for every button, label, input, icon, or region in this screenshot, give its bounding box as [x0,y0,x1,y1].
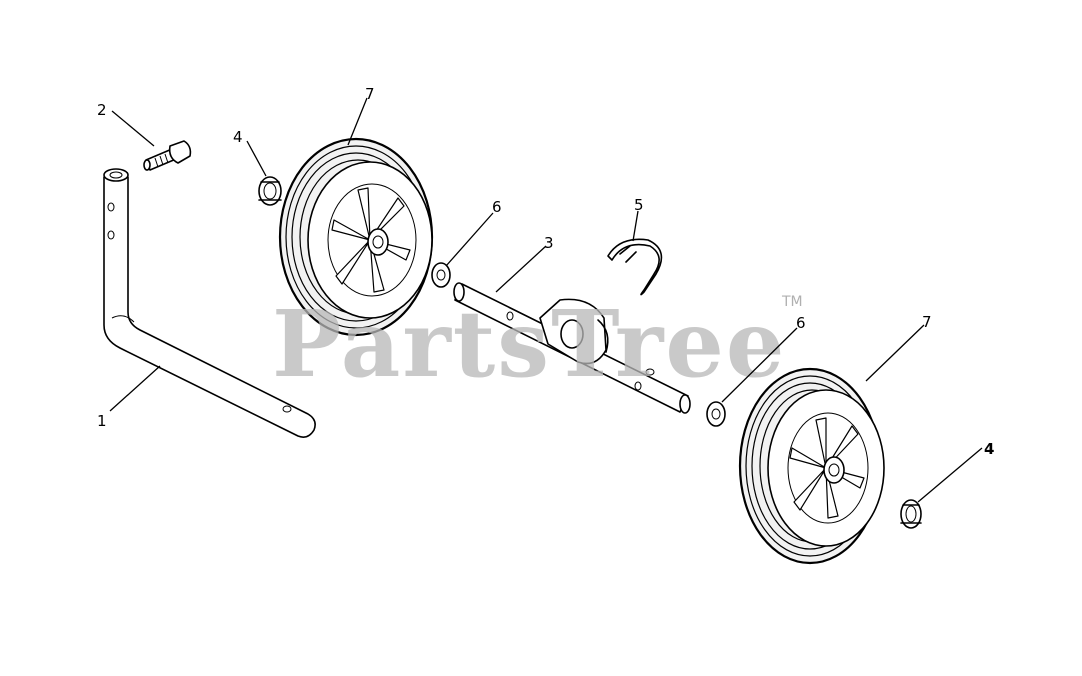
callout-washer-left: 6 [492,198,502,216]
callout-bolt: 2 [97,101,107,119]
callout-clip: 5 [634,196,644,214]
leader-lines [109,97,983,503]
washer-right [706,401,726,427]
axle [453,282,691,414]
bolt [143,140,192,171]
frame-tube [103,168,316,438]
callout-labels: 1 2 3 4 4 5 6 6 7 7 [97,85,994,458]
callout-wheel-right: 7 [922,313,932,331]
lock-nut-left [258,176,282,206]
wheel-right [738,367,885,565]
lock-nut-right [900,499,922,529]
callout-lock-nut-right: 4 [984,440,994,458]
watermark: PartsTree TM [272,290,803,398]
watermark-trademark: TM [781,294,803,310]
callout-lock-nut-left: 4 [233,128,243,146]
hairpin-clip [607,238,663,296]
watermark-brand: PartsTree [272,290,786,398]
callout-axle: 3 [544,234,554,252]
callout-wheel-left: 7 [365,85,375,103]
wheel-left [278,137,434,337]
washer-left [431,262,451,288]
callout-washer-right: 6 [796,314,806,332]
callout-frame: 1 [97,412,107,430]
